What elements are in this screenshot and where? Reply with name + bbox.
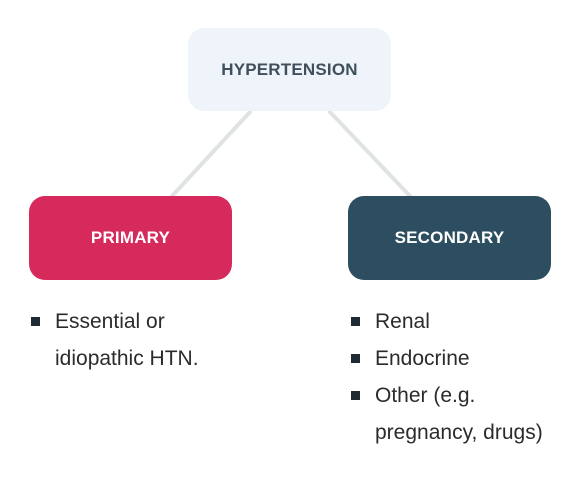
square-bullet-icon xyxy=(31,317,40,326)
root-node-label: HYPERTENSION xyxy=(221,59,358,79)
list-item: Renal xyxy=(349,303,574,340)
connector-root-to-secondary xyxy=(328,110,412,198)
root-node-hypertension: HYPERTENSION xyxy=(188,28,391,111)
list-item-text: Other (e.g. pregnancy, drugs) xyxy=(375,384,543,444)
list-item-text: Renal xyxy=(375,310,430,333)
branch-primary-label: PRIMARY xyxy=(90,228,171,247)
connector-root-to-primary xyxy=(170,110,252,198)
square-bullet-icon xyxy=(351,391,360,400)
primary-bullet-list: Essential or idiopathic HTN. xyxy=(29,303,239,377)
list-item-text: Essential or idiopathic HTN. xyxy=(55,310,199,370)
list-item: Other (e.g. pregnancy, drugs) xyxy=(349,377,574,451)
list-item-text: Endocrine xyxy=(375,347,470,370)
list-item: Endocrine xyxy=(349,340,574,377)
branch-node-primary: PRIMARY xyxy=(29,196,232,280)
list-item: Essential or idiopathic HTN. xyxy=(29,303,239,377)
square-bullet-icon xyxy=(351,317,360,326)
square-bullet-icon xyxy=(351,354,360,363)
branch-node-secondary: SECONDARY xyxy=(348,196,551,280)
branch-secondary-label: SECONDARY xyxy=(394,228,505,247)
secondary-bullet-list: Renal Endocrine Other (e.g. pregnancy, d… xyxy=(349,303,574,451)
